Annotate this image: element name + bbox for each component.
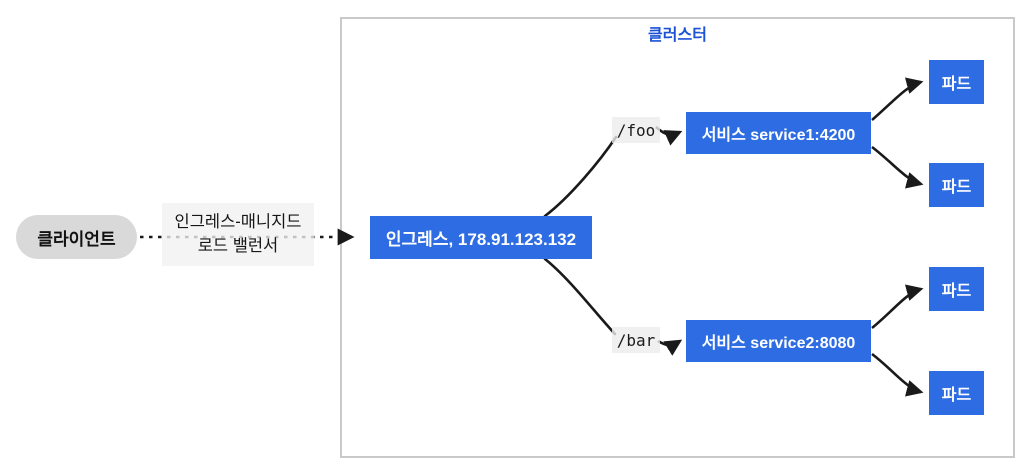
arrow-ingress-to-foo [543,135,618,218]
service2-node: 서비스 service2:8080 [686,320,871,362]
arrow-bar-to-service2 [657,339,683,356]
pod-node: 파드 [929,163,984,207]
route-foo-label: /foo [612,117,660,143]
load-balancer-label-line1: 인그레스-매니지드 [174,213,302,232]
arrow-ingress-to-bar [543,257,617,336]
client-node: 클라이언트 [16,215,137,259]
arrow-service1-to-pod2 [871,145,924,189]
route-bar-label: /bar [612,327,660,353]
arrow-service2-to-pod3 [871,284,924,330]
pod-node: 파드 [929,60,984,104]
arrow-service1-to-pod1 [871,77,924,121]
cluster-label: 클러스터 [648,27,707,44]
arrow-service2-to-pod4 [871,352,924,397]
pod-node: 파드 [929,267,984,311]
service1-node: 서비스 service1:4200 [686,112,871,154]
load-balancer-label: 인그레스-매니지드 로드 밸런서 [162,203,314,266]
ingress-node: 인그레스, 178.91.123.132 [370,216,592,259]
load-balancer-label-line2: 로드 밸런서 [197,236,279,255]
pod-node: 파드 [929,371,984,415]
